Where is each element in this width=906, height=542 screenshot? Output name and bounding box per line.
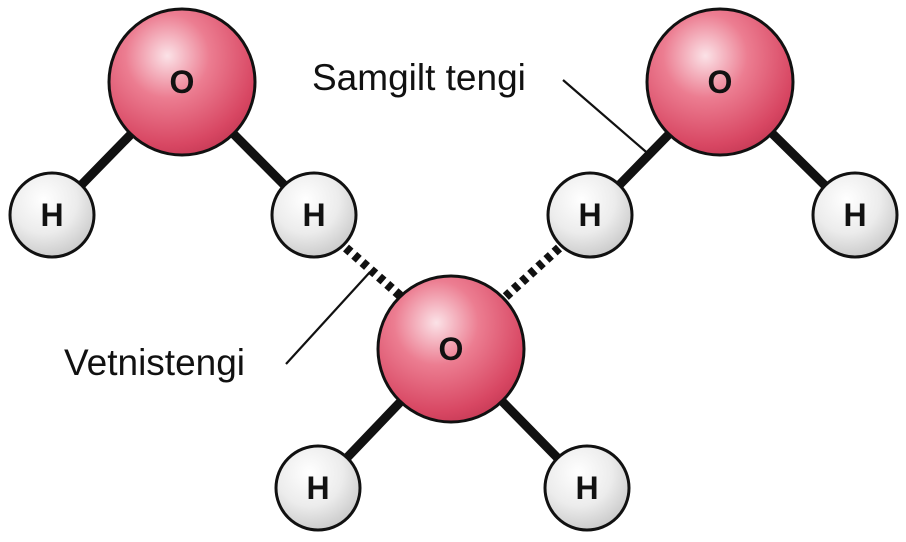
oxygen-atom — [376, 274, 526, 424]
covalent-bond-label: Samgilt tengi — [312, 57, 526, 98]
hydrogen-atom — [546, 171, 634, 259]
hydrogen-bond — [498, 244, 563, 304]
water-molecule-top-right: O H H — [546, 7, 899, 259]
oxygen-label: O — [708, 64, 733, 100]
hydrogen-bond — [343, 244, 408, 304]
water-molecule-top-left: O H H — [8, 7, 358, 259]
water-molecule-bottom: O H H — [274, 274, 631, 532]
hydrogen-atom — [270, 171, 358, 259]
hydrogen-atom — [274, 444, 362, 532]
hydrogen-label: H — [40, 197, 63, 233]
hydrogen-atom — [543, 444, 631, 532]
hydrogen-label: H — [306, 470, 329, 506]
oxygen-atom — [107, 7, 257, 157]
oxygen-label: O — [439, 331, 464, 367]
hydrogen-bonds — [343, 244, 563, 304]
oxygen-atom — [645, 7, 795, 157]
hydrogen-label: H — [578, 197, 601, 233]
covalent-bond-pointer — [562, 79, 653, 158]
hydrogen-label: H — [575, 470, 598, 506]
oxygen-label: O — [170, 64, 195, 100]
hydrogen-label: H — [302, 197, 325, 233]
callout-lines — [285, 79, 653, 365]
hydrogen-atom — [811, 171, 899, 259]
hydrogen-bond-label: Vetnistengi — [64, 342, 245, 383]
hydrogen-label: H — [843, 197, 866, 233]
hydrogen-bond-pointer — [285, 271, 371, 365]
hydrogen-atom — [8, 171, 96, 259]
